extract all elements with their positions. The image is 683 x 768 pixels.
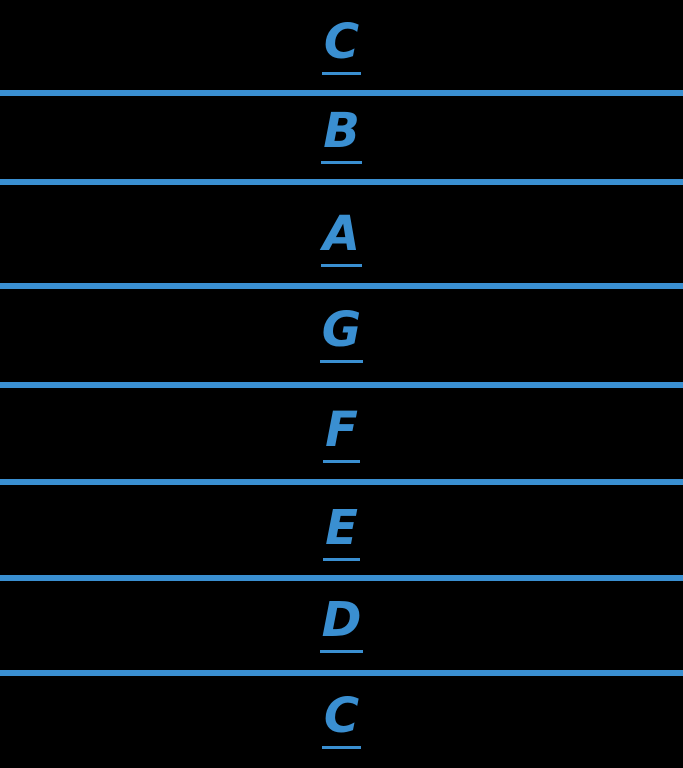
note-label-e: E xyxy=(0,500,683,561)
note-label-c-low: C xyxy=(0,688,683,749)
divider-line xyxy=(0,479,683,485)
note-b: B xyxy=(321,103,362,164)
divider-line xyxy=(0,575,683,581)
note-label-c-high: C xyxy=(0,14,683,75)
note-label-a: A xyxy=(0,206,683,267)
note-a: A xyxy=(320,206,363,267)
note-label-g: G xyxy=(0,302,683,363)
note-e: E xyxy=(323,500,360,561)
divider-line xyxy=(0,90,683,96)
divider-line xyxy=(0,382,683,388)
divider-line xyxy=(0,179,683,185)
divider-line xyxy=(0,670,683,676)
note-d: D xyxy=(319,592,364,653)
note-c-high: C xyxy=(321,14,362,75)
note-label-b: B xyxy=(0,103,683,164)
note-label-d: D xyxy=(0,592,683,653)
divider-line xyxy=(0,283,683,289)
note-f: F xyxy=(323,402,360,463)
note-c-low: C xyxy=(321,688,362,749)
note-g: G xyxy=(319,302,364,363)
note-label-f: F xyxy=(0,402,683,463)
